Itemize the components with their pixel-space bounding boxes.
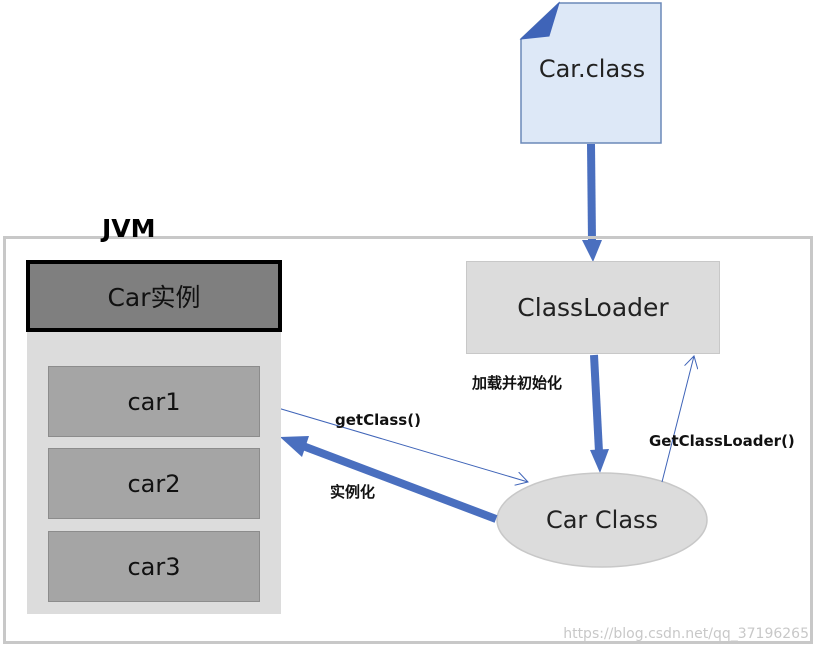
- watermark: https://blog.csdn.net/qq_37196265: [563, 626, 809, 642]
- label-instantiate: 实例化: [330, 483, 376, 501]
- instance-car2: car2: [48, 448, 260, 519]
- instance-car1: car1: [48, 366, 260, 437]
- arrow-getclass: [260, 402, 528, 482]
- arrow-classloader-to-carclass: [590, 354, 603, 453]
- arrow-instantiate: [301, 442, 498, 523]
- jvm-frame: [3, 236, 813, 644]
- arrow-file-to-classloader: [587, 143, 596, 243]
- instances-header: Car实例: [26, 260, 282, 332]
- label-getclass: getClass(): [335, 411, 421, 429]
- jvm-label: JVM: [102, 214, 156, 243]
- classloader-box: ClassLoader: [466, 261, 720, 354]
- file-label: Car.class: [538, 55, 646, 83]
- label-getclassloader: GetClassLoader(): [649, 432, 795, 450]
- label-load-init: 加载并初始化: [472, 374, 563, 392]
- car-class-ellipse: [496, 472, 708, 568]
- instance-car3: car3: [48, 531, 260, 602]
- car-class-label: Car Class: [545, 506, 659, 534]
- arrowhead-instantiate: [280, 436, 309, 457]
- arrow-getclassloader: [661, 356, 694, 483]
- document-fold: [519, 1, 561, 40]
- arrowhead-classloader-to-carclass: [590, 449, 609, 473]
- arrowhead-file-to-classloader: [582, 240, 602, 262]
